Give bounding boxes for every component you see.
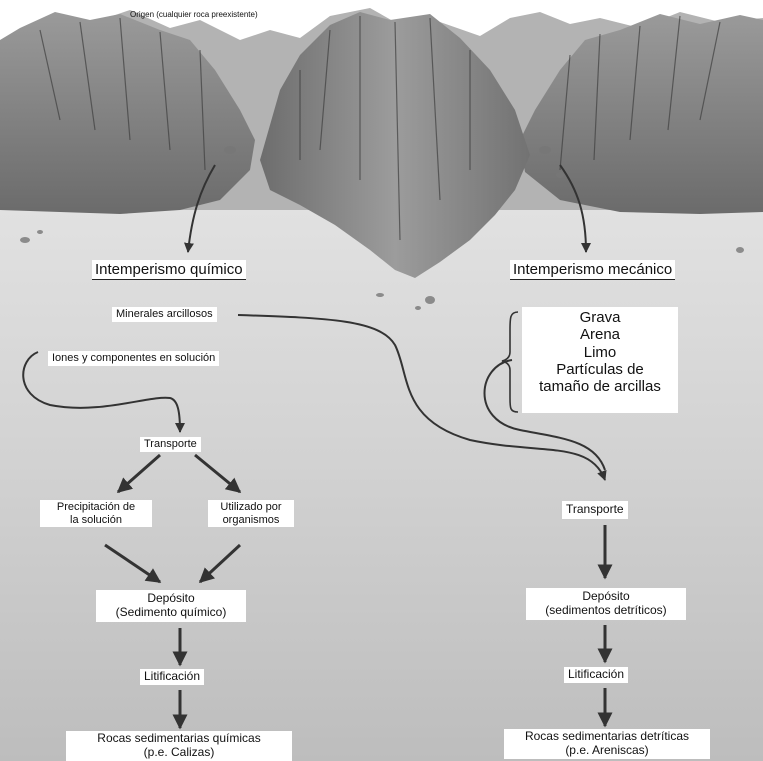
lithification-right: Litificación [564, 667, 628, 683]
transport-right: Transporte [562, 501, 628, 519]
precipitation-label: Precipitación de la solución [40, 500, 152, 527]
deposit-left: Depósito (Sedimento químico) [96, 590, 246, 622]
rocks-right: Rocas sedimentarias detríticas (p.e. Are… [504, 729, 710, 759]
lithification-left: Litificación [140, 669, 204, 685]
rocks-left-line-1: Rocas sedimentarias químicas [68, 732, 290, 746]
deposit-left-line-1: Depósito [98, 592, 244, 606]
product-clay-line-2: tamaño de arcillas [524, 378, 676, 395]
product-gravel: Grava [524, 309, 676, 326]
product-silt: Limo [524, 344, 676, 361]
mechanical-weathering-title: Intemperismo mecánico [510, 260, 675, 280]
deposit-right-line-1: Depósito [528, 590, 684, 604]
rocks-right-line-2: (p.e. Areniscas) [506, 744, 708, 758]
deposit-left-line-2: (Sedimento químico) [98, 606, 244, 620]
clay-minerals-label: Minerales arcillosos [112, 307, 217, 322]
chemical-weathering-title: Intemperismo químico [92, 260, 246, 280]
product-clay-line-1: Partículas de [524, 361, 676, 378]
precipitation-line-1: Precipitación de [42, 501, 150, 514]
rocks-left-line-2: (p.e. Calizas) [68, 746, 290, 760]
organisms-label: Utilizado por organismos [208, 500, 294, 527]
mechanical-products: Grava Arena Limo Partículas de tamaño de… [522, 307, 678, 413]
product-sand: Arena [524, 326, 676, 343]
organisms-line-2: organismos [210, 514, 292, 527]
rocks-left: Rocas sedimentarias químicas (p.e. Caliz… [66, 731, 292, 761]
precipitation-line-2: la solución [42, 514, 150, 527]
rocks-right-line-1: Rocas sedimentarias detríticas [506, 730, 708, 744]
deposit-right: Depósito (sedimentos detríticos) [526, 588, 686, 620]
transport-left: Transporte [140, 437, 201, 452]
ions-label: Iones y componentes en solución [48, 351, 219, 366]
organisms-line-1: Utilizado por [210, 501, 292, 514]
deposit-right-line-2: (sedimentos detríticos) [528, 604, 684, 618]
origin-label: Origen (cualquier roca preexistente) [130, 10, 258, 19]
